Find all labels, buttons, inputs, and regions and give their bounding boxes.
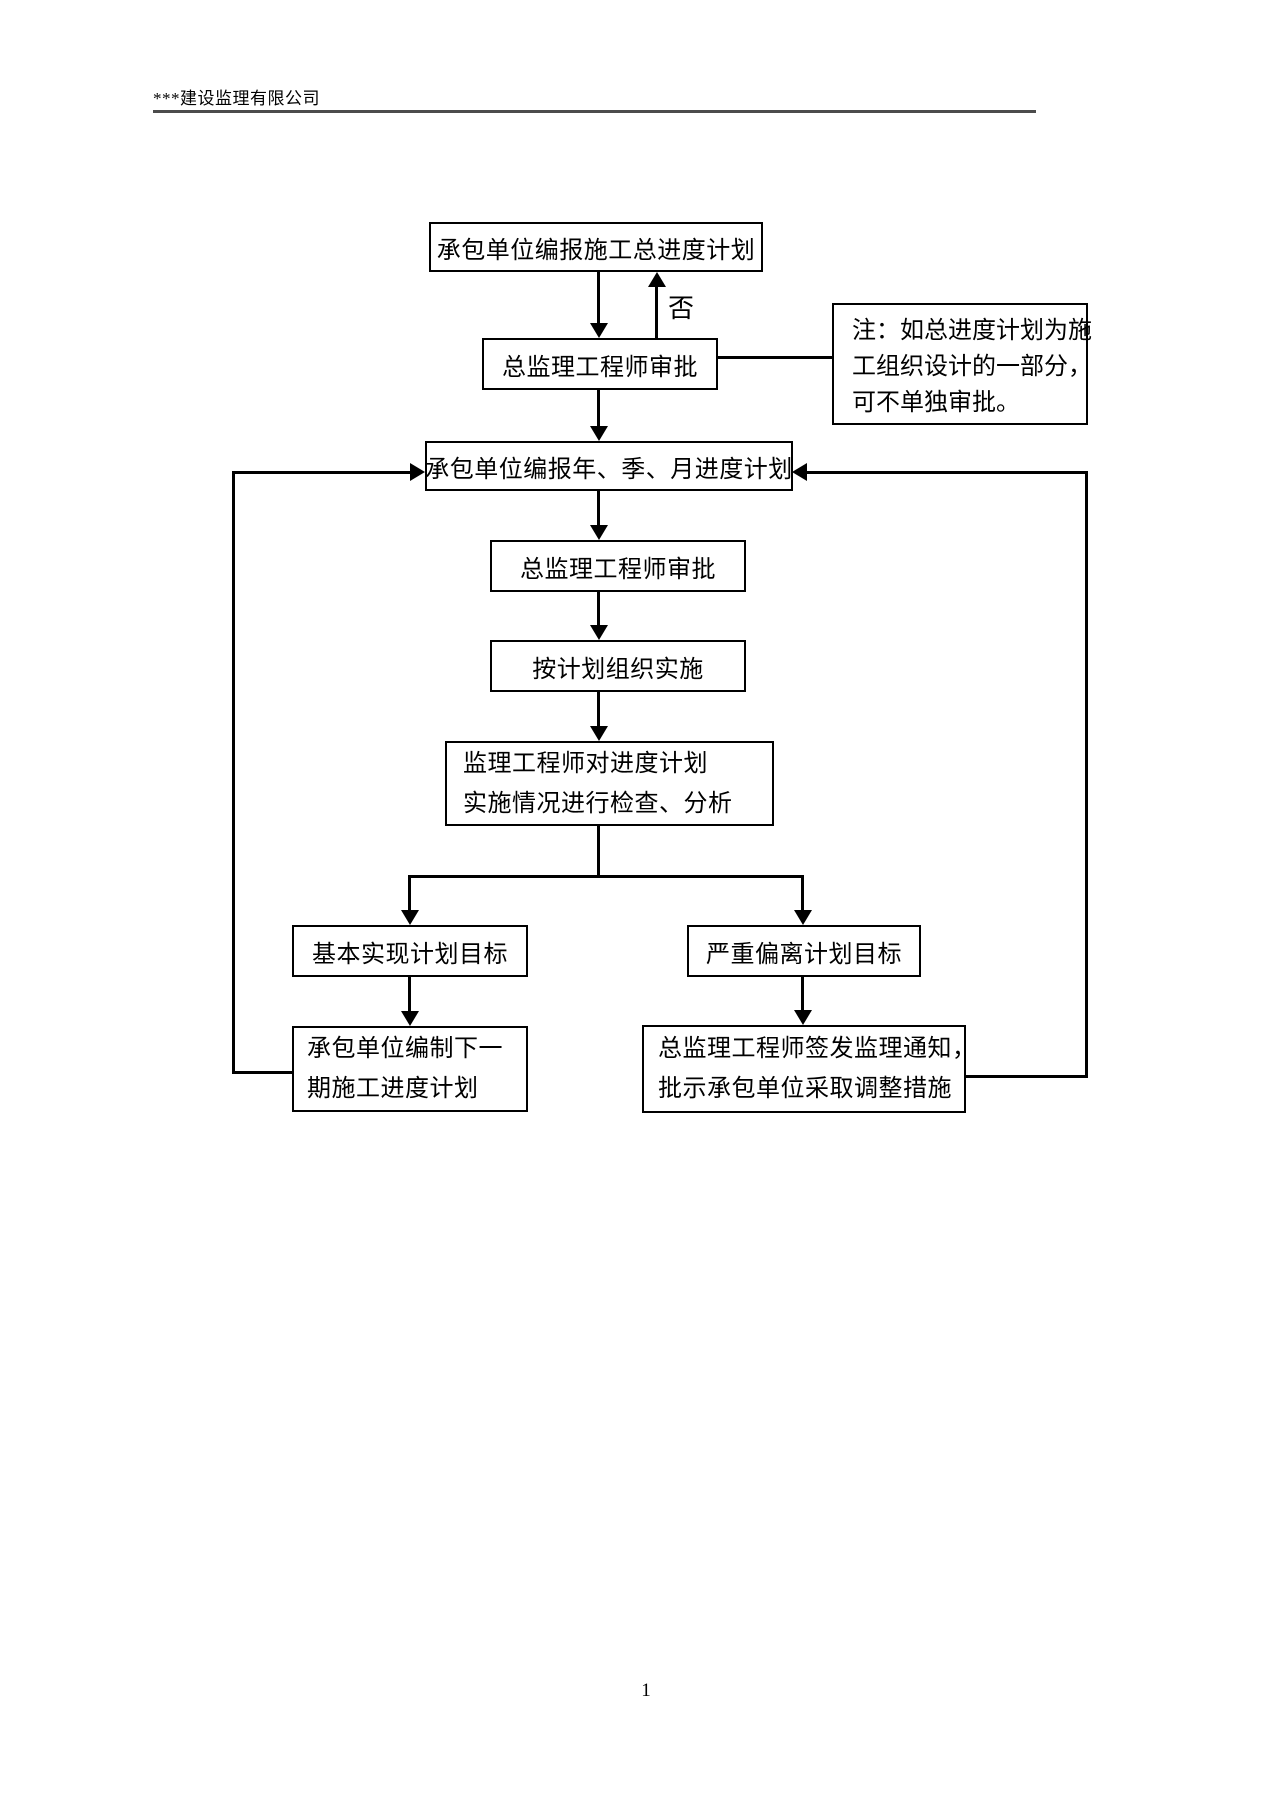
connector-b-to-note-line [718, 356, 832, 359]
node-label: 基本实现计划目标 [312, 941, 508, 968]
node-label: 承包单位编报施工总进度计划 [436, 237, 756, 264]
node-submit-periodic-plan: 承包单位编报年、季、月进度计划 [425, 441, 793, 491]
arrowhead-right-icon [410, 463, 425, 481]
note-line: 工组织设计的一部分， [852, 354, 1092, 380]
node-label: 承包单位编报年、季、月进度计划 [425, 456, 793, 483]
node-inspect-analyze: 监理工程师对进度计划 实施情况进行检查、分析 [445, 741, 774, 826]
node-note: 注：如总进度计划为施 工组织设计的一部分， 可不单独审批。 [832, 303, 1092, 425]
arrowhead-down-icon [401, 910, 419, 925]
arrowhead-up-icon [648, 272, 666, 287]
arrowhead-down-icon [794, 910, 812, 925]
node-implement-per-plan: 按计划组织实施 [490, 640, 746, 692]
no-branch-label: 否 [668, 294, 695, 323]
page-number: 1 [641, 1680, 651, 1701]
node-label: 总监理工程师审批 [502, 354, 698, 381]
loop-right-bottom-line [964, 1075, 1088, 1078]
loop-left-top-line [232, 471, 412, 474]
node-chief-engineer-approval-2: 总监理工程师审批 [490, 540, 746, 592]
arrowhead-down-icon [590, 726, 608, 741]
connector-split-to-h-line [801, 875, 804, 910]
connector-b-to-c-line [597, 390, 600, 426]
connector-h-to-j-line [801, 977, 804, 1010]
arrowhead-down-icon [590, 525, 608, 540]
node-label-line: 期施工进度计划 [307, 1076, 479, 1102]
arrowhead-down-icon [590, 323, 608, 338]
node-prepare-next-plan: 承包单位编制下一 期施工进度计划 [292, 1026, 528, 1112]
connector-g-to-i-line [408, 977, 411, 1011]
node-label: 严重偏离计划目标 [706, 941, 902, 968]
node-label: 总监理工程师审批 [520, 556, 716, 583]
node-target-achieved: 基本实现计划目标 [292, 925, 528, 977]
node-label-line: 承包单位编制下一 [307, 1036, 503, 1062]
connector-b-to-a-line [655, 287, 658, 338]
connector-c-to-d-line [597, 491, 600, 525]
connector-e-to-f-line [597, 692, 600, 726]
loop-left-vertical-line [232, 471, 235, 1074]
node-label-line: 总监理工程师签发监理通知， [658, 1036, 977, 1062]
loop-right-top-line [807, 471, 1088, 474]
loop-right-vertical-line [1085, 471, 1088, 1078]
node-label-line: 实施情况进行检查、分析 [463, 790, 733, 817]
node-chief-engineer-approval-1: 总监理工程师审批 [482, 338, 718, 390]
arrowhead-down-icon [590, 426, 608, 441]
connector-f-to-split-line [597, 826, 600, 877]
arrowhead-down-icon [590, 625, 608, 640]
connector-d-to-e-line [597, 592, 600, 625]
node-target-deviated: 严重偏离计划目标 [687, 925, 921, 977]
node-label: 按计划组织实施 [532, 656, 704, 683]
node-submit-overall-plan: 承包单位编报施工总进度计划 [429, 222, 763, 272]
node-issue-supervision-notice: 总监理工程师签发监理通知， 批示承包单位采取调整措施 [642, 1025, 976, 1113]
loop-left-bottom-line [232, 1071, 292, 1074]
note-line: 注：如总进度计划为施 [852, 318, 1092, 344]
split-horizontal-line [409, 875, 804, 878]
node-label-line: 批示承包单位采取调整措施 [658, 1076, 952, 1102]
node-label-line: 监理工程师对进度计划 [463, 750, 708, 777]
arrowhead-down-icon [401, 1011, 419, 1026]
arrowhead-left-icon [792, 463, 807, 481]
page-header: ***建设监理有限公司 [153, 89, 320, 108]
arrowhead-down-icon [794, 1010, 812, 1025]
connector-a-to-b-line [597, 272, 600, 323]
header-rule [153, 110, 1036, 113]
connector-split-to-g-line [408, 875, 411, 910]
note-line: 可不单独审批。 [852, 390, 1020, 416]
